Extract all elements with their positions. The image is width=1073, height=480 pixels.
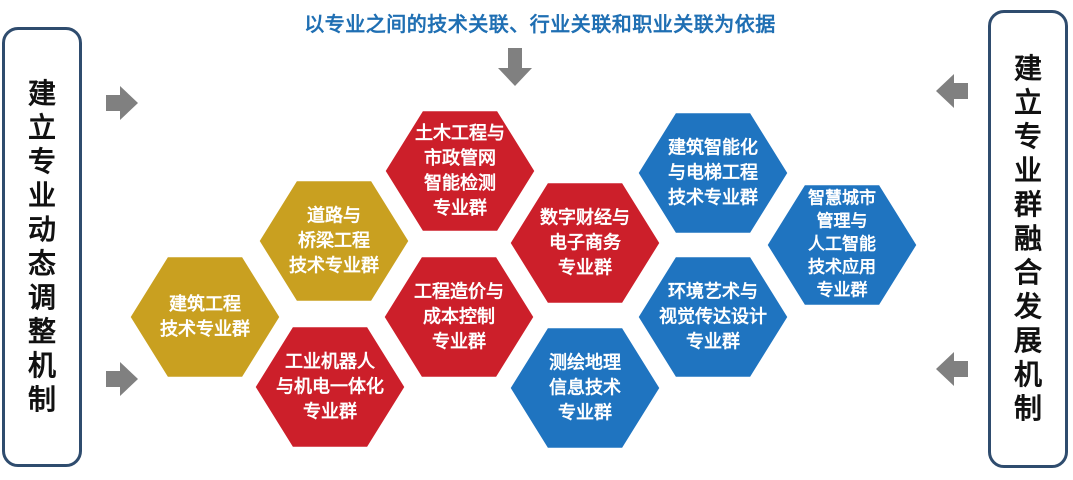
left-arrow-icon-bottom (936, 352, 968, 386)
right-mechanism-char: 专 (1013, 120, 1042, 153)
hexagon-label-line: 智能检测 (424, 173, 496, 194)
hexagon-label-line: 信息技术 (549, 377, 621, 399)
right-mechanism-char: 机 (1013, 358, 1042, 391)
right-mechanism-char: 合 (1013, 256, 1042, 289)
hexagon-label-line: 专业群 (432, 331, 486, 353)
left-mechanism-char: 业 (27, 179, 56, 212)
right-mechanism-char: 融 (1013, 222, 1042, 255)
left-mechanism-char: 制 (27, 383, 56, 416)
left-mechanism-text: 建立专业动态调整机制 (28, 77, 56, 417)
right-arrow-icon-bottom (106, 362, 138, 396)
hexagon-label-smart-city: 智慧城市管理与人工智能技术应用专业群 (767, 188, 917, 303)
hexagon-label-line: 技术专业群 (668, 187, 758, 209)
hexagon-env-art (635, 254, 791, 380)
hexagon-label-line: 建筑智能化 (668, 137, 758, 159)
hexagon-label-line: 与电梯工程 (668, 162, 758, 184)
hexagon-label-line: 土木工程与 (415, 123, 505, 144)
left-mechanism-char: 动 (27, 213, 56, 246)
hexagon-label-civil: 土木工程与市政管网智能检测专业群 (385, 121, 535, 221)
right-mechanism-box: 建立专业群融合发展机制 (988, 10, 1068, 468)
hexagon-label-survey: 测绘地理信息技术专业群 (510, 351, 660, 426)
hexagon-label-line: 市政管网 (424, 148, 496, 169)
hexagon-label-line: 电子商务 (549, 232, 621, 254)
hexagon-smart-building (635, 110, 791, 236)
hexagon-label-line: 桥梁工程 (298, 230, 370, 252)
hexagon-label-line: 专业群 (686, 331, 740, 353)
hexagon-label-line: 专业群 (816, 280, 868, 301)
hexagon-label-line: 专业群 (303, 401, 357, 423)
hexagon-label-line: 成本控制 (423, 306, 495, 328)
right-mechanism-char: 业 (1013, 154, 1042, 187)
hexagon-label-cost: 工程造价与成本控制专业群 (384, 280, 534, 355)
right-arrow-icon-top (106, 86, 138, 120)
hexagon-label-line: 与机电一体化 (276, 376, 384, 398)
hexagon-label-digital: 数字财经与电子商务专业群 (510, 206, 660, 281)
left-mechanism-char: 立 (27, 111, 56, 144)
hexagon-road (256, 178, 412, 304)
hexagon-label-line: 专业群 (433, 198, 487, 219)
left-mechanism-char: 调 (27, 281, 56, 314)
hexagon-digital (507, 180, 663, 306)
right-mechanism-char: 立 (1013, 86, 1042, 119)
left-arrow-icon-top (936, 74, 968, 108)
hexagon-survey (507, 325, 663, 451)
hexagon-label-smart-building: 建筑智能化与电梯工程技术专业群 (638, 136, 788, 211)
hexagon-label-construction: 建筑工程技术专业群 (130, 292, 280, 342)
hexagon-label-line: 专业群 (558, 402, 612, 424)
hexagon-label-line: 管理与 (816, 211, 868, 232)
left-mechanism-char: 整 (27, 315, 56, 348)
hexagon-label-line: 技术应用 (808, 257, 876, 278)
hexagon-label-env-art: 环境艺术与视觉传达设计专业群 (638, 280, 788, 355)
left-mechanism-box: 建立专业动态调整机制 (2, 27, 82, 467)
down-arrow-icon (498, 48, 532, 86)
hexagon-robot (252, 324, 408, 450)
hexagon-label-line: 智慧城市 (808, 188, 876, 209)
left-mechanism-char: 建 (27, 77, 56, 110)
hexagon-civil (382, 108, 538, 234)
hexagon-label-line: 技术专业群 (160, 319, 250, 340)
hexagon-construction (127, 254, 283, 380)
hexagon-label-line: 工程造价与 (414, 281, 504, 303)
hexagon-label-line: 工业机器人 (285, 351, 375, 373)
hexagon-label-line: 建筑工程 (169, 294, 241, 315)
hexagon-label-line: 道路与 (307, 205, 361, 227)
right-mechanism-text: 建立专业群融合发展机制 (1014, 52, 1042, 426)
right-mechanism-char: 发 (1013, 290, 1042, 323)
hexagon-label-road: 道路与桥梁工程技术专业群 (259, 204, 409, 279)
hexagon-label-line: 测绘地理 (549, 352, 621, 374)
hexagon-label-line: 技术专业群 (289, 255, 379, 277)
left-mechanism-char: 机 (27, 349, 56, 382)
hexagon-label-line: 专业群 (558, 257, 612, 279)
left-mechanism-char: 专 (27, 145, 56, 178)
hexagon-cost (381, 254, 537, 380)
hexagon-label-line: 数字财经与 (540, 207, 630, 229)
hexagon-smart-city (764, 182, 920, 308)
hexagon-label-line: 环境艺术与 (668, 281, 758, 303)
right-mechanism-char: 展 (1013, 324, 1042, 357)
right-mechanism-char: 制 (1013, 392, 1042, 425)
hexagon-label-line: 视觉传达设计 (659, 306, 767, 328)
right-mechanism-char: 群 (1013, 188, 1042, 221)
hexagon-label-line: 人工智能 (808, 234, 876, 255)
hexagon-label-robot: 工业机器人与机电一体化专业群 (255, 350, 405, 425)
left-mechanism-char: 态 (27, 247, 56, 280)
headline: 以专业之间的技术关联、行业关联和职业关联为依据 (304, 12, 776, 36)
right-mechanism-char: 建 (1013, 52, 1042, 85)
